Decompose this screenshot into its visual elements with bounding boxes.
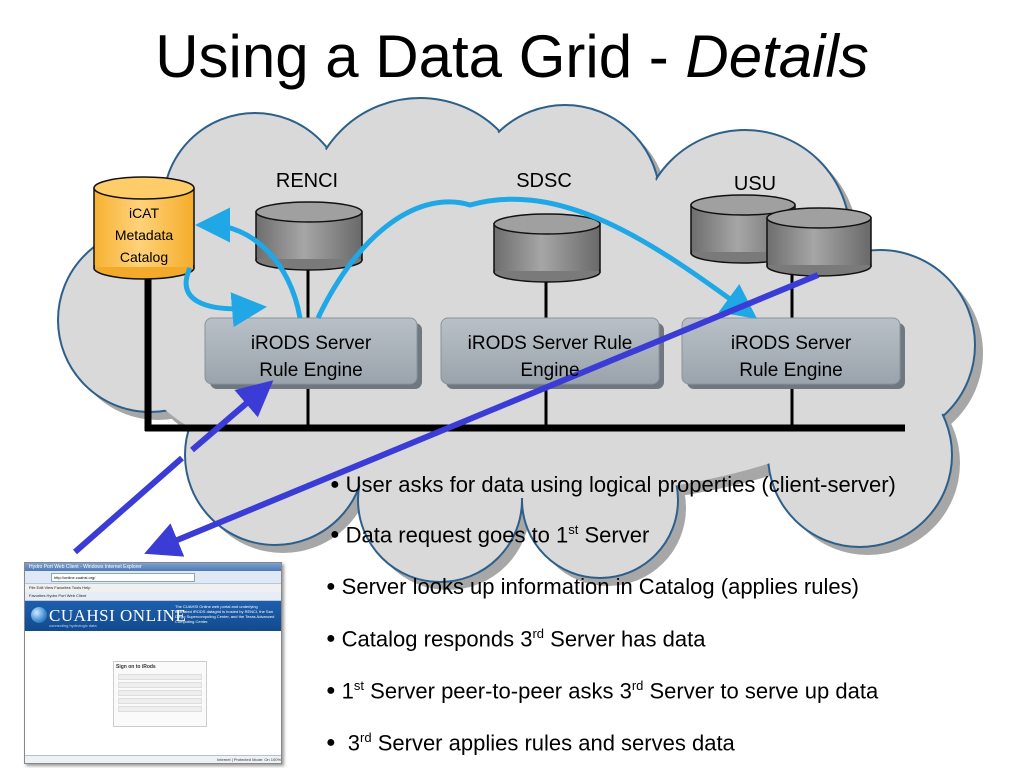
browser-content: Sign on to iRods — [25, 639, 281, 755]
title-main: Using a Data Grid - — [155, 23, 686, 90]
signin-field — [118, 698, 202, 704]
sdsc-label: SDSC — [516, 170, 572, 192]
usu-server-box — [681, 317, 905, 389]
sdsc-server-line-2: Engine — [520, 360, 579, 381]
sdsc-server-line-1: iRODS Server Rule — [468, 333, 633, 354]
bullet-item: ● 3rd Server applies rules and serves da… — [326, 730, 735, 756]
renci-disk — [255, 201, 363, 271]
catalog-line-1: iCAT — [129, 205, 160, 221]
usu-server-line-2: Rule Engine — [739, 360, 843, 381]
signin-title: Sign on to iRods — [116, 664, 156, 670]
cyan-arrows — [183, 196, 758, 328]
server-to-catalog-arrow — [195, 207, 303, 319]
data-response-arrow — [144, 272, 820, 557]
browser-menubar: File Edit View Favorites Tools Help — [25, 584, 281, 592]
client-request-arrow — [73, 390, 262, 555]
globe-icon — [31, 607, 47, 623]
renci-label: RENCI — [276, 170, 338, 192]
renci-to-usu-arrow — [315, 196, 758, 320]
renci-server-line-2: Rule Engine — [259, 360, 363, 381]
bullet-item: ●1st Server peer-to-peer asks 3rd Server… — [326, 678, 879, 704]
renci-server-line-1: iRODS Server — [251, 333, 372, 354]
browser-titlebar: Hydro Port Web Client - Windows Internet… — [25, 563, 281, 571]
signin-field — [118, 706, 202, 712]
signin-field — [118, 674, 202, 680]
catalog-line-3: Catalog — [120, 249, 168, 265]
browser-statusbar: Internet | Protected Mode: On 100% — [25, 755, 281, 763]
icat-catalog — [93, 176, 195, 280]
signin-field — [118, 690, 202, 696]
usu-disk-2 — [766, 207, 872, 277]
cuahsi-logo: CUAHSI ONLINE — [49, 606, 187, 625]
sdsc-server-box — [440, 317, 664, 389]
browser-favorites-bar: Favorites Hydro Port Web Client — [25, 592, 281, 601]
signin-field — [118, 682, 202, 688]
cuahsi-banner: CUAHSI ONLINE connecting hydrologic data… — [25, 601, 281, 631]
page-title: Using a Data Grid - Details — [0, 22, 1024, 91]
cuahsi-description: The CUAHSI Online web portal and underly… — [175, 604, 275, 624]
bullet-item: ●User asks for data using logical proper… — [330, 472, 896, 497]
catalog-to-server-arrow — [183, 266, 267, 328]
usu-label: USU — [734, 173, 776, 195]
cuahsi-tagline: connecting hydrologic data — [49, 623, 97, 628]
usu-server-line-1: iRODS Server — [731, 333, 852, 354]
bullet-item: ●Data request goes to 1st Server — [330, 522, 650, 548]
signin-panel: Sign on to iRods — [113, 661, 207, 727]
network-bus — [144, 276, 905, 432]
client-browser-screenshot: Hydro Port Web Client - Windows Internet… — [24, 562, 282, 764]
title-emphasis: Details — [685, 23, 869, 90]
bullet-item: ●Catalog responds 3rd Server has data — [326, 626, 706, 652]
bullet-item: ●Server looks up information in Catalog … — [326, 574, 859, 599]
catalog-line-2: Metadata — [115, 227, 174, 243]
sdsc-disk — [493, 213, 601, 283]
blue-arrows — [73, 272, 820, 557]
browser-address-bar: http://online.cuahsi.org/ — [51, 573, 195, 582]
